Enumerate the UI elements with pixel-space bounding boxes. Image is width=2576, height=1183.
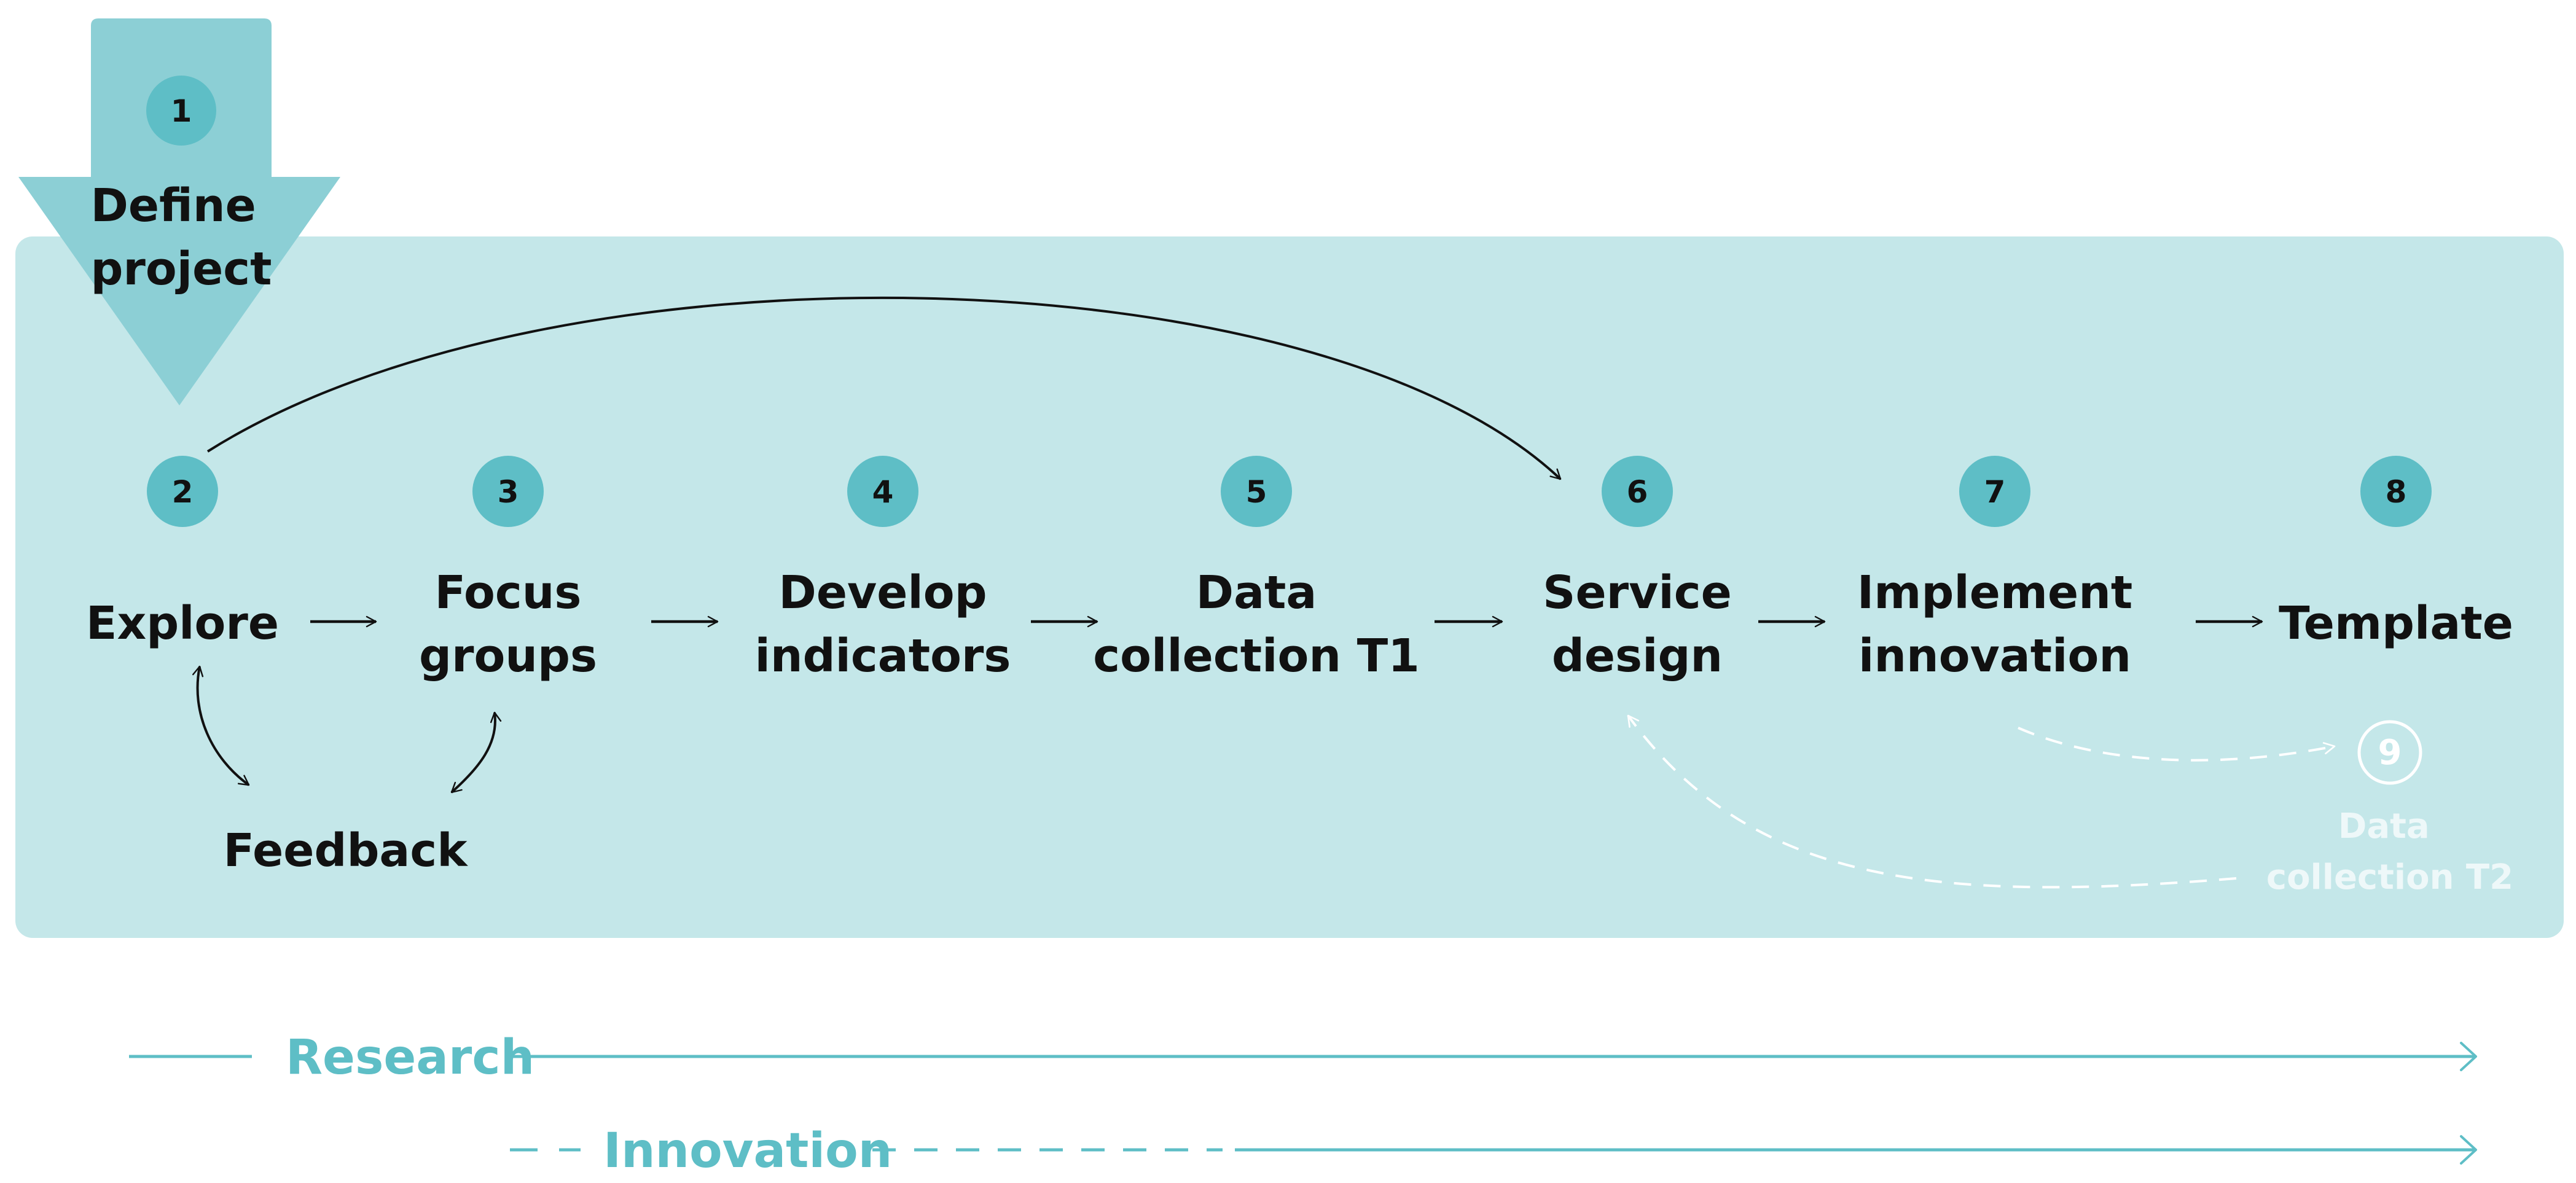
- step-label-line: design: [1552, 630, 1723, 682]
- t2-label-line: collection T2: [2266, 857, 2513, 897]
- step-number: 2: [172, 474, 194, 510]
- step-number: 8: [2386, 474, 2407, 510]
- step-number-circle: [472, 456, 544, 527]
- step-number: 3: [498, 474, 519, 510]
- step-label-line: groups: [419, 630, 597, 682]
- step-label-line: Service: [1543, 566, 1732, 619]
- step-label-line: innovation: [1858, 630, 2131, 682]
- step-number-circle: [1221, 456, 1292, 527]
- step-label-line: collection T1: [1093, 630, 1419, 682]
- research-label: Research: [286, 1030, 534, 1085]
- feedback-label: Feedback: [224, 824, 469, 877]
- step-number-circle: [147, 456, 218, 527]
- step-number: 4: [872, 474, 894, 510]
- step-number-circle: [1602, 456, 1673, 527]
- start-arrow-shape: [18, 18, 340, 405]
- step-number-circle: [847, 456, 918, 527]
- t2-label-line: Data: [2338, 806, 2430, 846]
- legend: Research Innovation: [129, 1030, 2477, 1179]
- dashed-arrow-t2-to-service-design: [1627, 714, 2237, 889]
- start-label-line: project: [90, 243, 272, 295]
- step-label-line: Data: [1196, 566, 1317, 619]
- feedback-arrow-explore: [192, 665, 250, 786]
- step-number: 6: [1627, 474, 1648, 510]
- t2-number-circle: [2357, 720, 2422, 785]
- followup-step: 9 Data collection T2: [1627, 714, 2513, 897]
- step-label-line: Template: [2279, 597, 2513, 650]
- start-step: 1 Define project: [90, 76, 272, 295]
- process-panel: [15, 236, 2564, 938]
- step-number-circle: [2360, 456, 2432, 527]
- skip-arrow-explore-to-service-design: [206, 296, 1562, 480]
- innovation-label: Innovation: [603, 1123, 892, 1179]
- step-label-line: indicators: [755, 630, 1011, 682]
- t2-number: 9: [2378, 733, 2402, 773]
- step-label: Data collection T1: [1093, 566, 1419, 682]
- step-label-line: Focus: [435, 566, 582, 619]
- start-label-line: Define: [90, 179, 256, 232]
- step-number-circle: [1959, 456, 2030, 527]
- feedback-loop: Feedback: [192, 665, 502, 877]
- step-label: Template: [2279, 597, 2513, 650]
- step-number: 7: [1984, 474, 2006, 510]
- step-label: Service design: [1543, 566, 1732, 682]
- start-number: 1: [171, 93, 192, 129]
- feedback-arrow-focus-groups: [450, 711, 502, 794]
- step-label-line: Develop: [778, 566, 987, 619]
- step-label-line: Implement: [1857, 566, 2133, 619]
- step-label: Implement innovation: [1857, 566, 2133, 682]
- start-number-circle: [146, 76, 216, 146]
- dashed-arrow-to-t2: [2018, 727, 2336, 762]
- step-label: Explore: [86, 597, 279, 650]
- t2-label: Data collection T2: [2266, 806, 2513, 897]
- step-label: Develop indicators: [755, 566, 1011, 682]
- step-number: 5: [1246, 474, 1267, 510]
- step-label-line: Explore: [86, 597, 279, 650]
- step-label: Focus groups: [419, 566, 597, 682]
- start-label: Define project: [90, 179, 272, 295]
